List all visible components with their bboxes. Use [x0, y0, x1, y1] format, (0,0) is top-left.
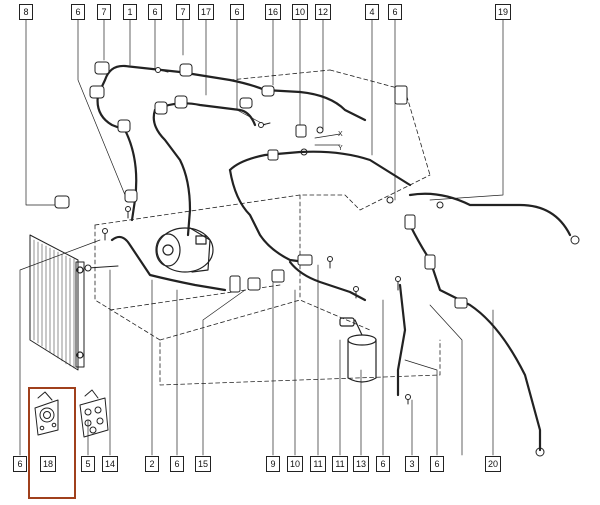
callout-bottom-10: 11: [310, 456, 326, 472]
callout-top-12: 4: [365, 4, 379, 20]
callout-bottom-14: 3: [405, 456, 419, 472]
seal-detail-18: [34, 391, 59, 436]
hose-lines: [96, 64, 572, 452]
callout-top-1: 8: [19, 4, 33, 20]
callout-bottom-8: 9: [266, 456, 280, 472]
compressor: [155, 227, 214, 273]
callout-bottom-6: 6: [170, 456, 184, 472]
detail-xy: [314, 133, 341, 146]
callout-bottom-5: 2: [145, 456, 159, 472]
callout-bottom-12: 13: [353, 456, 369, 472]
callout-top-5: 6: [148, 4, 162, 20]
fittings: [54, 61, 580, 457]
part-18-highlight: [28, 387, 76, 499]
callout-top-8: 6: [230, 4, 244, 20]
detail-mark-x: X: [338, 131, 343, 138]
callout-bottom-16: 20: [485, 456, 501, 472]
callout-top-10: 10: [292, 4, 308, 20]
callout-bottom-2: 18: [40, 456, 56, 472]
callout-bottom-4: 14: [102, 456, 118, 472]
callout-top-7: 17: [198, 4, 214, 20]
callout-bottom-7: 15: [195, 456, 211, 472]
callout-bottom-15: 6: [430, 456, 444, 472]
callout-bottom-11: 11: [332, 456, 348, 472]
callout-bottom-9: 10: [287, 456, 303, 472]
callout-top-6: 7: [176, 4, 190, 20]
callout-bottom-1: 6: [13, 456, 27, 472]
seal-detail-5: [79, 389, 109, 438]
engine-bay-outline: [94, 69, 441, 386]
callout-top-2: 6: [71, 4, 85, 20]
leader-lines-bottom: [19, 239, 494, 456]
callout-top-13: 6: [388, 4, 402, 20]
receiver-drier: [339, 317, 377, 383]
detail-mark-y: Y: [338, 145, 343, 152]
callout-top-3: 7: [97, 4, 111, 20]
callout-top-4: 1: [123, 4, 137, 20]
callout-top-9: 16: [265, 4, 281, 20]
callout-top-14: 19: [495, 4, 511, 20]
bolts: [84, 67, 411, 405]
callout-bottom-3: 5: [81, 456, 95, 472]
condenser: [29, 234, 85, 371]
callout-top-11: 12: [315, 4, 331, 20]
callout-bottom-13: 6: [376, 456, 390, 472]
leader-lines-top: [25, 19, 504, 206]
